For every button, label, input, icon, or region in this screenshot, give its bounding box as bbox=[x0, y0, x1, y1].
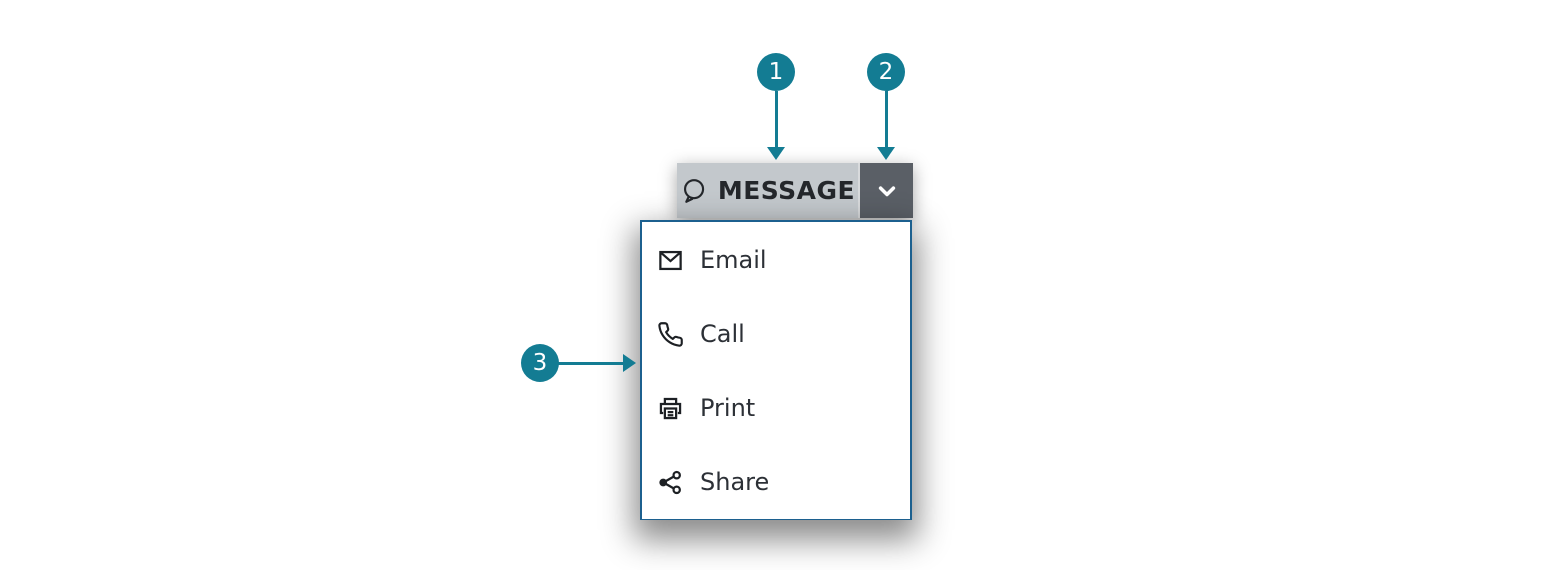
menu-item-email[interactable]: Email bbox=[642, 223, 910, 297]
callout-number: 2 bbox=[878, 58, 894, 85]
share-icon bbox=[657, 469, 684, 496]
email-icon bbox=[657, 247, 684, 274]
message-bubble-icon bbox=[680, 177, 707, 204]
menu-item-label: Call bbox=[700, 320, 745, 348]
message-button[interactable]: MESSAGE bbox=[677, 163, 858, 218]
chevron-down-icon bbox=[873, 177, 901, 205]
callout-2-arrow-head bbox=[877, 147, 895, 160]
menu-item-label: Print bbox=[700, 394, 756, 422]
message-split-button: MESSAGE bbox=[677, 163, 913, 218]
call-icon bbox=[657, 321, 684, 348]
menu-item-label: Email bbox=[700, 246, 767, 274]
callout-badge-3: 3 bbox=[521, 344, 559, 382]
callout-3-arrow-head bbox=[623, 354, 636, 372]
callout-1-arrow-head bbox=[767, 147, 785, 160]
print-icon bbox=[657, 395, 684, 422]
message-button-label: MESSAGE bbox=[717, 176, 856, 205]
callout-2-arrow-line bbox=[885, 91, 888, 149]
menu-item-label: Share bbox=[700, 468, 770, 496]
callout-1-arrow-line bbox=[775, 91, 778, 149]
dropdown-menu: Email Call Print bbox=[640, 220, 912, 520]
menu-item-print[interactable]: Print bbox=[642, 371, 910, 445]
callout-badge-1: 1 bbox=[757, 53, 795, 91]
menu-item-call[interactable]: Call bbox=[642, 297, 910, 371]
dropdown-toggle-button[interactable] bbox=[860, 163, 913, 218]
button-separator bbox=[858, 163, 860, 218]
callout-badge-2: 2 bbox=[867, 53, 905, 91]
callout-number: 3 bbox=[532, 349, 548, 376]
callout-3-arrow-line bbox=[557, 362, 624, 365]
callout-number: 1 bbox=[768, 58, 784, 85]
menu-item-share[interactable]: Share bbox=[642, 445, 910, 519]
